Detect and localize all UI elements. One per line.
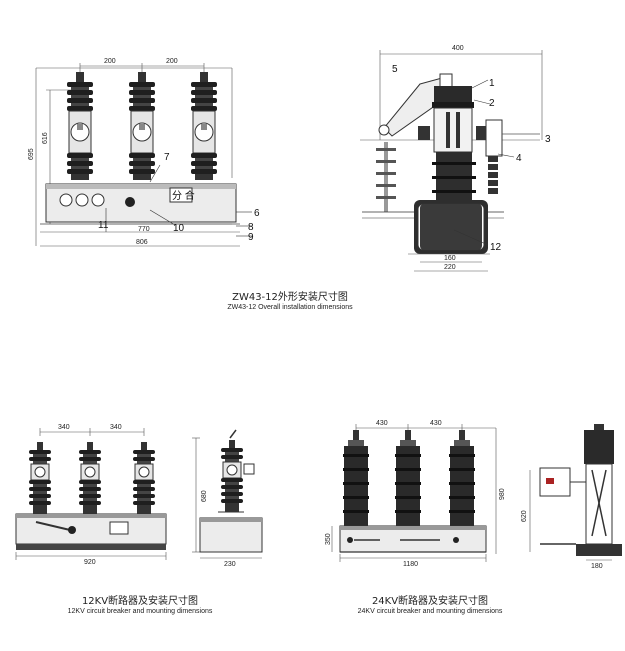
front-view-zw43: [35, 63, 252, 247]
dim-24kv-height: 980: [499, 488, 506, 500]
top-caption-en: ZW43-12 Overall installation dimensions: [227, 304, 353, 311]
callout-7: 7: [164, 152, 170, 163]
dim-spacing-a: 200: [104, 58, 116, 65]
side-view-12kv: [192, 429, 263, 559]
side-view-24kv: [529, 424, 622, 561]
callout-4: 4: [516, 153, 522, 164]
dim-width-total: 806: [136, 239, 148, 246]
dim-24kv-spacing-b: 430: [430, 420, 442, 427]
callout-3: 3: [545, 134, 551, 145]
dim-12kv-side-width: 230: [224, 561, 236, 568]
panel-text: 分 合: [172, 189, 195, 202]
dim-width-inner: 770: [138, 226, 150, 233]
dim-24kv-spacing-a: 430: [376, 420, 388, 427]
side-view-zw43: [360, 50, 543, 272]
callout-8: 8: [248, 222, 254, 233]
callout-1: 1: [489, 78, 495, 89]
callout-2: 2: [489, 98, 495, 109]
bl-caption-en: 12KV circuit breaker and mounting dimens…: [67, 608, 213, 615]
dim-24kv-side-height: 620: [521, 510, 528, 522]
br-caption-en: 24KV circuit breaker and mounting dimens…: [357, 608, 503, 615]
callout-12: 12: [490, 242, 502, 253]
dim-base-inner: 160: [444, 255, 456, 262]
callout-9: 9: [248, 232, 254, 243]
callout-6: 6: [254, 208, 260, 219]
bl-caption-cn: 12KV断路器及安装尺寸图: [81, 596, 199, 607]
dim-12kv-width: 920: [84, 559, 96, 566]
dim-12kv-spacing-a: 340: [58, 424, 70, 431]
dim-width-top: 400: [452, 45, 464, 52]
br-caption-cn: 24KV断路器及安装尺寸图: [371, 596, 489, 607]
dim-12kv-spacing-b: 340: [110, 424, 122, 431]
dim-base-outer: 220: [444, 264, 456, 271]
callout-11: 11: [98, 220, 109, 231]
callout-10: 10: [173, 223, 185, 234]
dim-24kv-width: 1180: [403, 561, 418, 568]
dim-24kv-base-height: 350: [325, 533, 332, 545]
callout-5: 5: [392, 64, 398, 75]
dim-height-inner: 616: [42, 132, 49, 144]
front-view-24kv: [331, 424, 497, 562]
dim-24kv-side-width: 180: [591, 563, 603, 570]
dim-12kv-height: 680: [201, 490, 208, 502]
dim-spacing-b: 200: [166, 58, 178, 65]
dim-height-total: 695: [28, 148, 35, 160]
top-caption-cn: ZW43-12外形安装尺寸图: [232, 292, 348, 303]
front-view-12kv: [15, 428, 167, 560]
